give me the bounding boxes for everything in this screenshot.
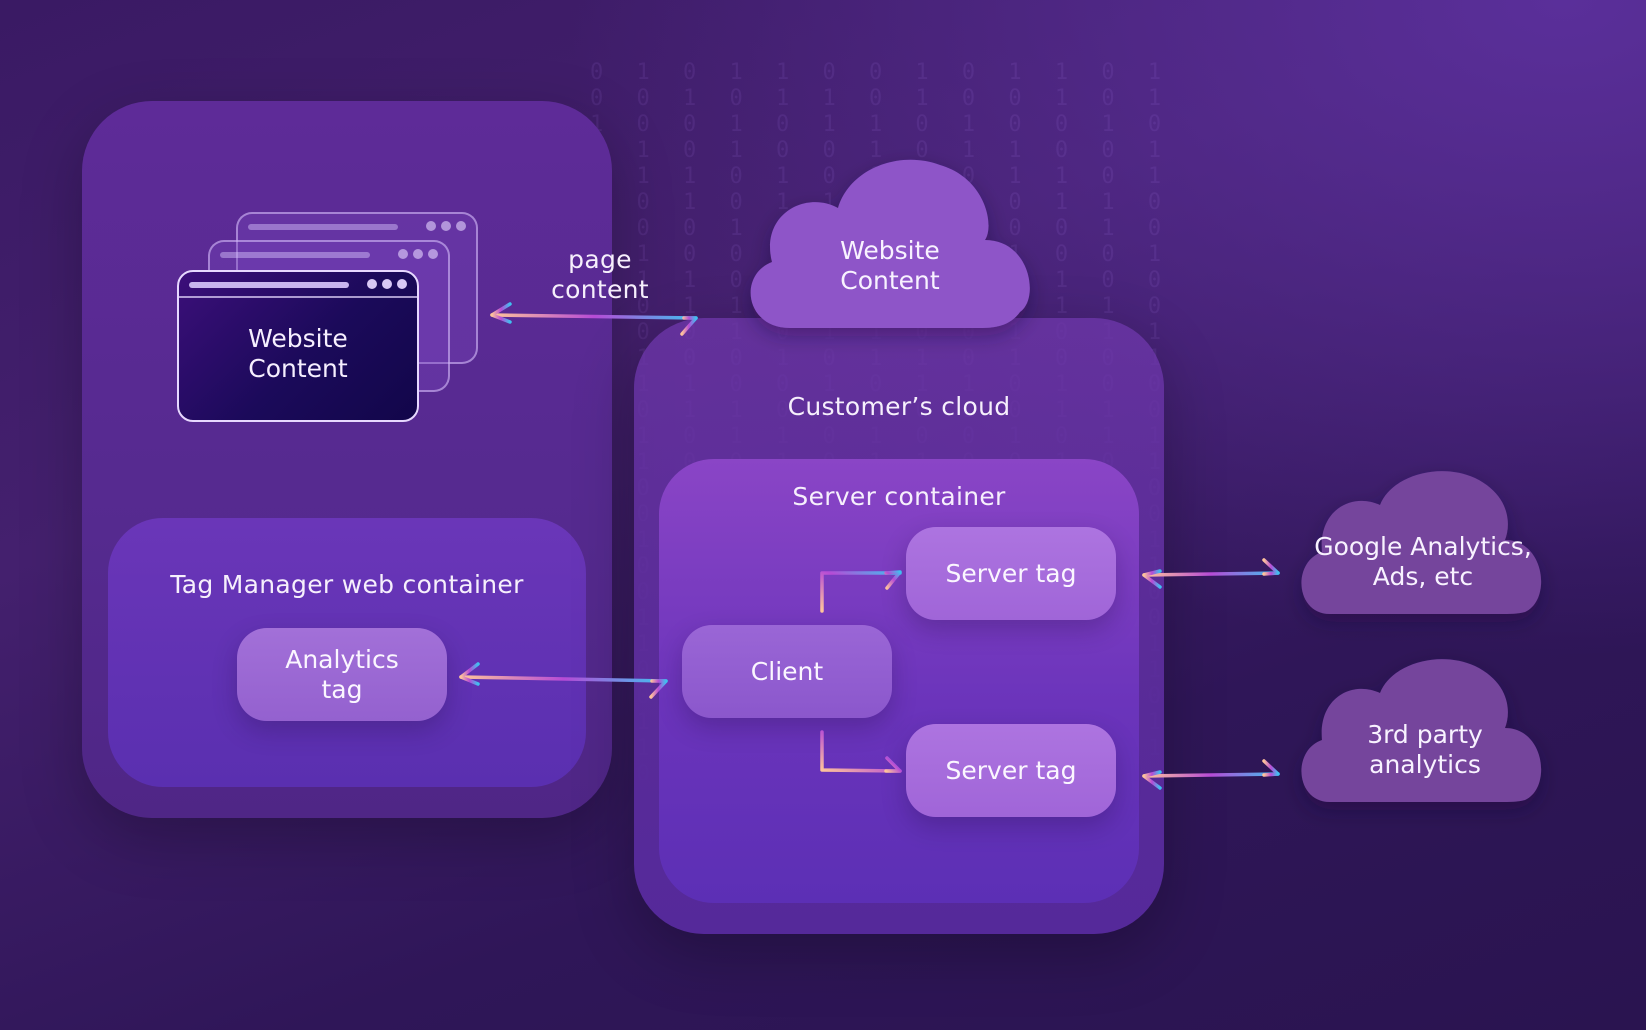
server-tag-bottom-pill: Server tag <box>906 724 1116 817</box>
page-content-label: page content <box>551 245 649 304</box>
client-to-server-tag-top-arrow <box>820 570 902 613</box>
website-content-label: Website Content <box>248 324 348 383</box>
server-container-title: Server container <box>792 482 1006 511</box>
top-cloud-label: Website Content <box>840 236 940 295</box>
browser-window-front: Website Content <box>177 270 419 422</box>
customers-cloud-title: Customer’s cloud <box>787 392 1011 421</box>
server-tag-top-label: Server tag <box>945 558 1077 588</box>
client-pill: Client <box>682 625 892 718</box>
page-content-arrow <box>490 302 698 336</box>
server-tag-third-party-arrow <box>1142 759 1280 790</box>
client-to-server-tag-bottom-arrow <box>820 730 902 773</box>
google-cloud <box>1301 471 1542 614</box>
google-cloud-label: Google Analytics, Ads, etc <box>1314 532 1532 591</box>
web-container-title: Tag Manager web container <box>170 570 524 599</box>
server-tag-google-arrow <box>1142 558 1280 589</box>
client-label: Client <box>750 656 824 686</box>
analytics-client-arrow <box>459 662 668 699</box>
analytics-tag-label: Analytics tag <box>285 644 399 704</box>
third-party-cloud-label: 3rd party analytics <box>1367 720 1483 779</box>
server-tag-top-pill: Server tag <box>906 527 1116 620</box>
third-party-cloud <box>1301 659 1542 802</box>
website-content-cloud <box>750 159 1030 328</box>
analytics-tag-pill: Analytics tag <box>237 628 447 721</box>
server-tag-bottom-label: Server tag <box>945 755 1077 785</box>
